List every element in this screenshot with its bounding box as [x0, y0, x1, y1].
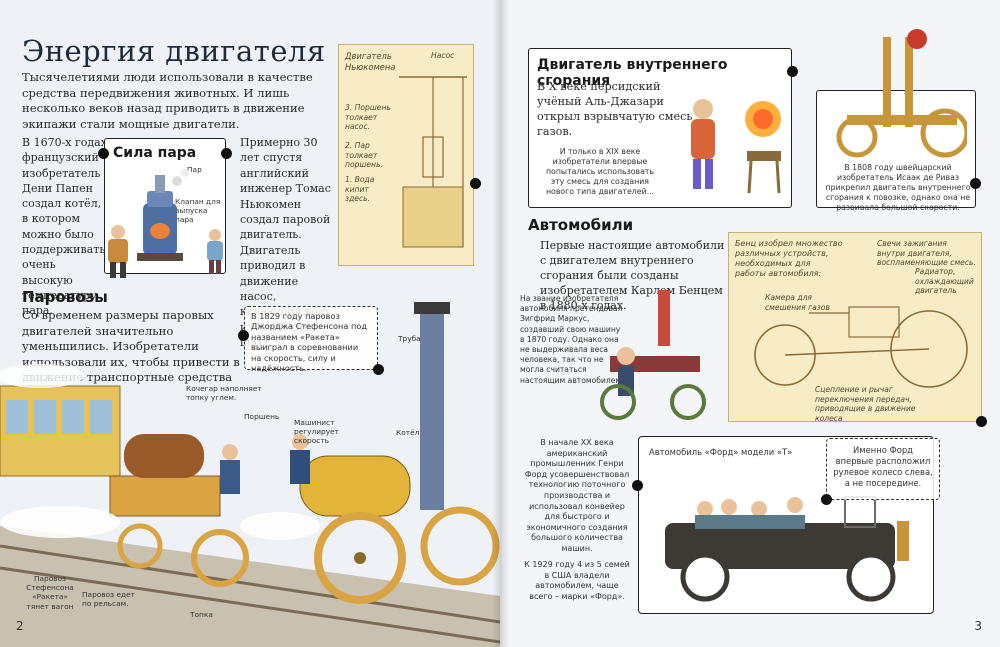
- binding-dot: [238, 330, 249, 341]
- right-page: Двигатель внутреннего сгорания В X веке …: [500, 0, 1000, 647]
- person-illustration: [108, 225, 128, 278]
- newcomen-engine-drawing: [399, 76, 467, 248]
- book-gutter: [492, 0, 510, 647]
- radiator-label: Радиатор, охлаждающий двигатель: [915, 267, 974, 295]
- on-rails-label: Паровоз едет по рельсам.: [82, 590, 135, 609]
- al-jazari-illustration: [691, 99, 781, 194]
- pump-label: Насос: [431, 51, 455, 60]
- steam-power-box: Сила пара Пар Клапан для выпуска пара: [104, 138, 226, 274]
- rocket-locomotive-illustration: [0, 302, 500, 647]
- benz-sketch: Бенц изобрел множество различных устройс…: [728, 232, 982, 423]
- binding-dot: [970, 178, 981, 189]
- benz-car-drawing: [754, 306, 968, 388]
- page-number-left: 2: [16, 619, 24, 633]
- marcus-car-illustration: [600, 290, 706, 420]
- firebox-label: Топка: [190, 610, 213, 619]
- locomotives-paragraph: Со временем размеры паровых двигателей з…: [22, 308, 240, 400]
- steam-box-title: Сила пара: [113, 145, 197, 161]
- internal-combustion-text: В X веке персидский учёный Аль-Джазари о…: [537, 80, 693, 138]
- binding-dot: [221, 148, 232, 159]
- binding-dot: [821, 494, 832, 505]
- newcomen-sketch-title: Двигатель Ньюкомена: [345, 51, 396, 72]
- internal-combustion-note: И только в XIX веке изобретатели впервые…: [545, 147, 655, 196]
- rocket-caption-box: В 1829 году паровоз Джорджа Стефенсона п…: [244, 306, 378, 374]
- ford-stat: К 1929 году 4 из 5 семей в США владели а…: [524, 560, 630, 601]
- coachman-label: Кочегар наполняет топку углем.: [186, 384, 262, 403]
- cars-heading: Автомобили: [528, 216, 634, 234]
- intro-paragraph: Тысячелетиями люди использовали в качест…: [22, 70, 313, 131]
- step-2-label: 2. Пар толкает поршень.: [345, 141, 383, 169]
- papin-paragraph: В 1670-х годах французский изобретатель …: [22, 136, 107, 318]
- boiler-label: Котёл: [396, 428, 420, 437]
- ford-text: В начале XX века американский промышленн…: [524, 438, 630, 553]
- binding-dot: [470, 178, 481, 189]
- internal-combustion-heading: Двигатель внутреннего сгорания: [537, 57, 728, 89]
- binding-dot: [787, 66, 798, 77]
- driver-label: Машинист регулирует скорость: [294, 418, 339, 446]
- papin-boiler-illustration: [137, 169, 189, 261]
- step-3-label: 3. Поршень толкает насос.: [345, 103, 391, 131]
- rivaz-carriage-illustration: [836, 29, 967, 158]
- rivaz-text: В 1808 году швейцарский изобретатель Иса…: [825, 163, 971, 212]
- child-illustration: [207, 229, 223, 274]
- left-page: Энергия двигателя Тысячелетиями люди исп…: [0, 0, 500, 647]
- internal-combustion-box: Двигатель внутреннего сгорания В X веке …: [528, 48, 792, 208]
- spark-label: Свечи зажигания внутри двигателя, воспла…: [877, 239, 976, 267]
- binding-dot: [373, 364, 384, 375]
- pipe-label: Труба: [398, 334, 421, 343]
- clutch-label: Сцепление и рычаг переключения передач, …: [815, 385, 916, 423]
- chamber-label: Камера для смешения газов: [765, 293, 830, 312]
- step-1-label: 1. Вода кипит здесь.: [345, 175, 375, 203]
- steering-caption: Именно Форд впервые расположил рулевое к…: [833, 445, 933, 488]
- page-title: Энергия двигателя: [22, 34, 326, 68]
- steering-caption-box: Именно Форд впервые расположил рулевое к…: [826, 438, 940, 500]
- binding-dot: [976, 416, 987, 427]
- marcus-text: На звание изобретателя автомобиля претен…: [520, 294, 624, 385]
- model-t-label: Автомобиль «Форд» модели «Т»: [649, 447, 793, 457]
- locomotives-heading: Паровозы: [22, 288, 108, 306]
- binding-dot: [98, 148, 109, 159]
- cars-paragraph: Первые настоящие автомобили с двигателем…: [540, 239, 725, 312]
- rocket-caption: В 1829 году паровоз Джорджа Стефенсона п…: [251, 311, 368, 374]
- rocket-pulls-label: Паровоз Стефенсона «Ракета» тянет вагон: [26, 574, 74, 611]
- steam-label: Пар: [187, 165, 202, 174]
- piston-label: Поршень: [244, 412, 280, 421]
- benz-intro: Бенц изобрел множество различных устройс…: [735, 239, 843, 278]
- newcomen-sketch: Двигатель Ньюкомена Насос 3. Поршень тол…: [338, 44, 474, 266]
- page-number-right: 3: [974, 619, 982, 633]
- rivaz-box: В 1808 году швейцарский изобретатель Иса…: [816, 29, 976, 212]
- ford-model-t-illustration: [665, 496, 909, 602]
- binding-dot: [632, 480, 643, 491]
- valve-label: Клапан для выпуска пара: [175, 197, 221, 225]
